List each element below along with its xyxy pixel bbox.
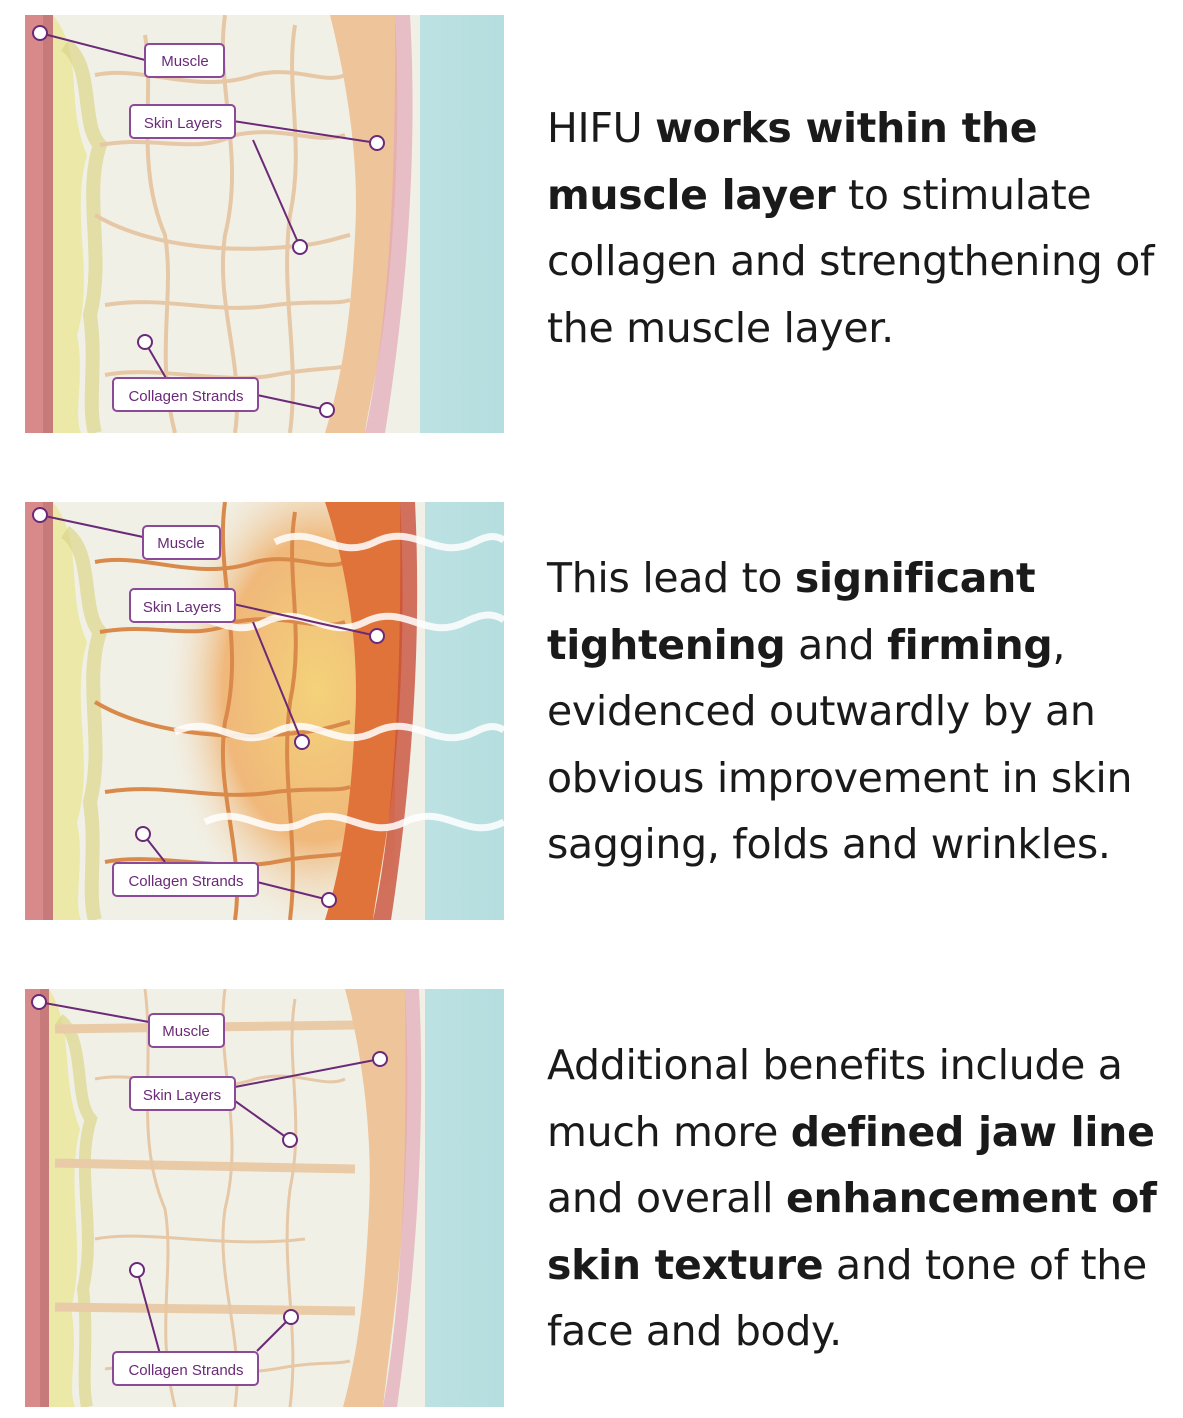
muscle-label: Muscle — [144, 43, 225, 78]
skin-cross-section-heated-illustration: Muscle Skin Layers Collagen Strands — [25, 502, 504, 920]
text-segment: HIFU — [547, 104, 656, 152]
text-segment: and overall — [547, 1174, 786, 1222]
ultrasound-waves — [163, 532, 504, 832]
svg-text:Collagen Strands: Collagen Strands — [128, 873, 243, 890]
text-segment: This lead to — [547, 554, 795, 602]
text-segment: , evidenced outwardly by an obvious impr… — [547, 620, 1133, 869]
text-segment: and — [785, 620, 888, 669]
text-segment-bold: works within the muscle layer — [547, 104, 1038, 219]
text-segment-bold: defined jaw line — [790, 1107, 1155, 1156]
text-segment: and tone of the face and body. — [547, 1240, 1147, 1356]
text-segment: Additional benefits include a much more — [547, 1041, 1123, 1156]
svg-text:Muscle: Muscle — [157, 535, 205, 552]
muscle-label: Muscle — [148, 1013, 225, 1048]
panel-1-description: HIFU works within the muscle layer to st… — [547, 95, 1177, 361]
text-segment-bold: firming — [887, 620, 1053, 669]
skin-layers-label: Skin Layers — [129, 104, 236, 139]
skin-layers-label: Skin Layers — [129, 588, 236, 623]
muscle-label: Muscle — [142, 525, 221, 560]
panel-3-description: Additional benefits include a much more … — [547, 1032, 1177, 1365]
text-segment-bold: significant tightening — [547, 554, 1036, 669]
svg-text:Collagen Strands: Collagen Strands — [128, 388, 243, 405]
collagen-strands-label: Collagen Strands — [112, 377, 259, 412]
collagen-strands-label: Collagen Strands — [112, 862, 259, 897]
svg-text:Muscle: Muscle — [162, 1023, 210, 1040]
svg-text:Muscle: Muscle — [161, 53, 209, 70]
text-segment: to stimulate collagen and strengthening … — [547, 170, 1155, 352]
diagram-panel-1: Muscle Skin Layers Collagen Strands — [25, 15, 504, 433]
svg-text:Skin Layers: Skin Layers — [143, 599, 221, 616]
svg-text:Collagen Strands: Collagen Strands — [128, 1362, 243, 1379]
text-segment-bold: enhancement of skin texture — [547, 1174, 1157, 1289]
skin-cross-section-illustration: Muscle Skin Layers Collagen Strands — [25, 15, 504, 433]
svg-text:Skin Layers: Skin Layers — [143, 1087, 221, 1104]
svg-text:Skin Layers: Skin Layers — [144, 115, 222, 132]
skin-cross-section-result-illustration: Muscle Skin Layers Collagen Strands — [25, 989, 504, 1407]
collagen-strands-label: Collagen Strands — [112, 1351, 259, 1386]
skin-layers-label: Skin Layers — [129, 1076, 236, 1111]
panel-2-description: This lead to significant tightening and … — [547, 545, 1177, 878]
diagram-panel-3: Muscle Skin Layers Collagen Strands — [25, 989, 504, 1407]
pointer-dots — [32, 25, 385, 418]
diagram-panel-2: Muscle Skin Layers Collagen Strands — [25, 502, 504, 920]
